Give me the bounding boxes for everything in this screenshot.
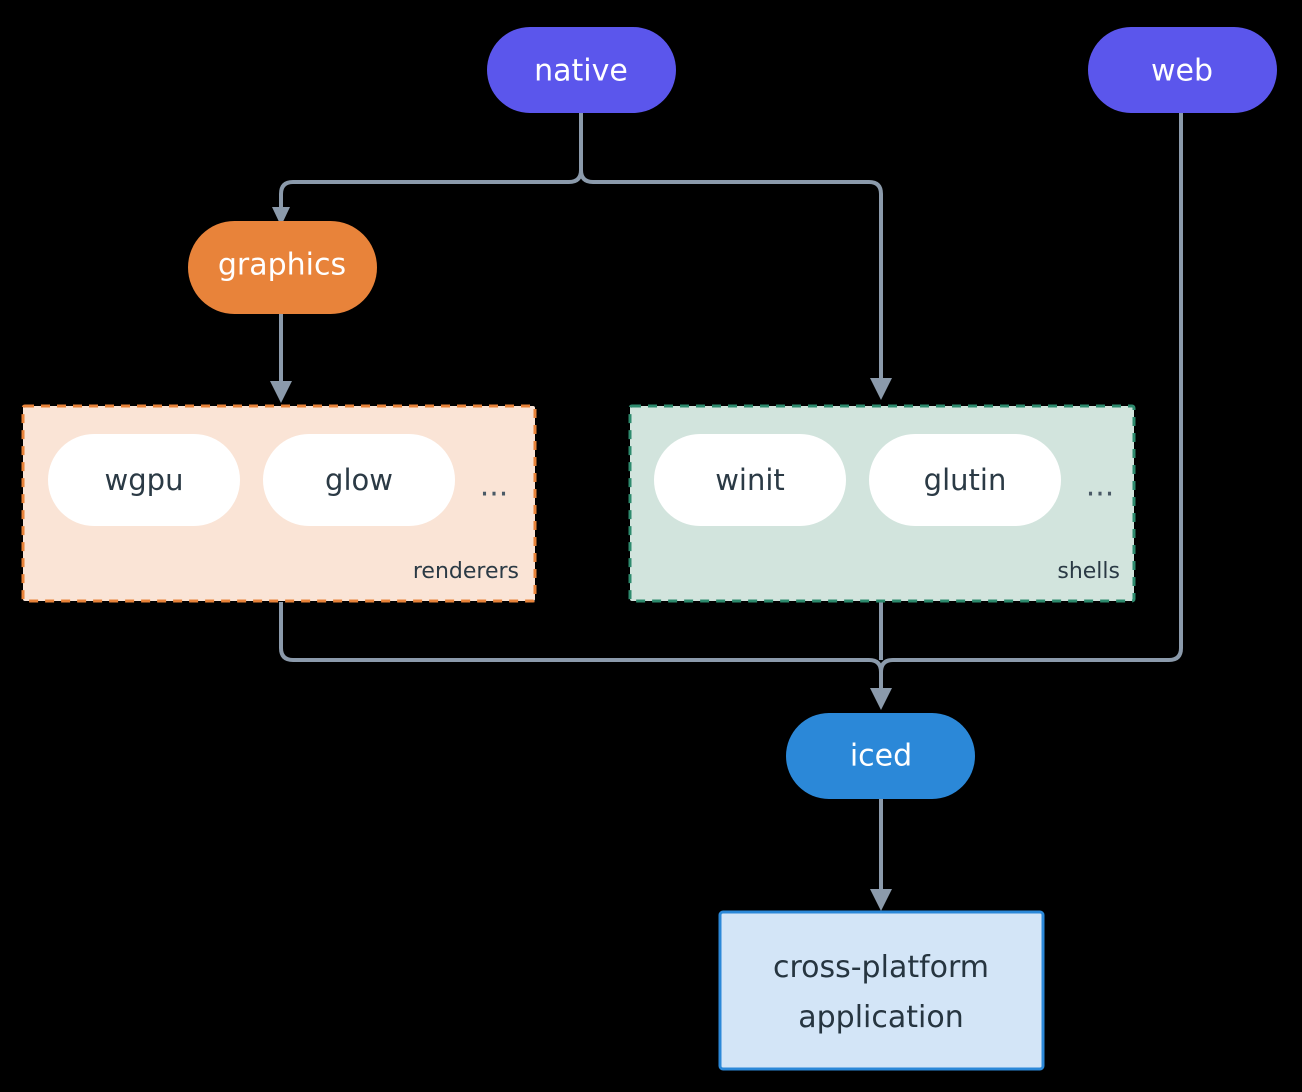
chip-glutin-shape	[869, 434, 1061, 526]
connector-layer	[270, 113, 1183, 911]
edge-web-iced	[893, 113, 1183, 662]
node-iced-shape	[786, 713, 975, 799]
edge-merge-iced-right	[879, 658, 894, 673]
edge-native-graphics-branch	[279, 169, 583, 213]
chip-glutin[interactable]: glutin	[869, 434, 1061, 526]
arrowhead-merge-to-iced	[870, 688, 892, 710]
group-shells: winit glutin ... shells	[628, 404, 1136, 603]
arrowhead-graphics-to-renderers	[270, 381, 292, 403]
chip-wgpu[interactable]: wgpu	[48, 434, 240, 526]
group-renderers: wgpu glow ... renderers	[21, 404, 537, 603]
chip-glutin-label: glutin	[924, 463, 1007, 497]
chip-winit-label: winit	[715, 463, 785, 497]
chip-glow[interactable]: glow	[263, 434, 455, 526]
edge-renderers-iced	[279, 602, 869, 662]
shells-group-label: shells	[1057, 559, 1120, 584]
node-application-shape	[718, 910, 1045, 1071]
node-web[interactable]: web	[1088, 27, 1277, 113]
node-web-shape	[1088, 27, 1277, 113]
chip-wgpu-label: wgpu	[105, 463, 184, 497]
chip-winit[interactable]: winit	[654, 434, 846, 526]
chip-wgpu-shape	[48, 434, 240, 526]
node-application[interactable]: cross-platform application	[718, 910, 1045, 1071]
node-native-label: native	[534, 54, 628, 89]
chip-glow-label: glow	[325, 463, 393, 497]
chip-winit-shape	[654, 434, 846, 526]
node-application-label-line1: cross-platform	[773, 950, 989, 985]
node-application-label-line2: application	[798, 1000, 963, 1035]
edge-merge-iced	[868, 658, 883, 692]
renderers-group-label: renderers	[413, 559, 519, 584]
arrowhead-native-to-shells	[870, 378, 892, 400]
shells-overflow-ellipsis: ...	[1086, 469, 1115, 504]
node-graphics-shape	[188, 221, 377, 314]
chip-glow-shape	[263, 434, 455, 526]
arrowhead-iced-to-application	[870, 889, 892, 911]
node-native-shape	[487, 27, 676, 113]
renderers-overflow-ellipsis: ...	[480, 469, 509, 504]
node-graphics-label: graphics	[218, 248, 346, 283]
node-web-label: web	[1151, 54, 1213, 89]
node-graphics[interactable]: graphics	[188, 221, 377, 314]
edge-native-split	[579, 113, 883, 380]
node-native[interactable]: native	[487, 27, 676, 113]
arrowhead-native-to-graphics	[272, 207, 290, 226]
node-iced[interactable]: iced	[786, 713, 975, 799]
node-iced-label: iced	[850, 739, 912, 774]
